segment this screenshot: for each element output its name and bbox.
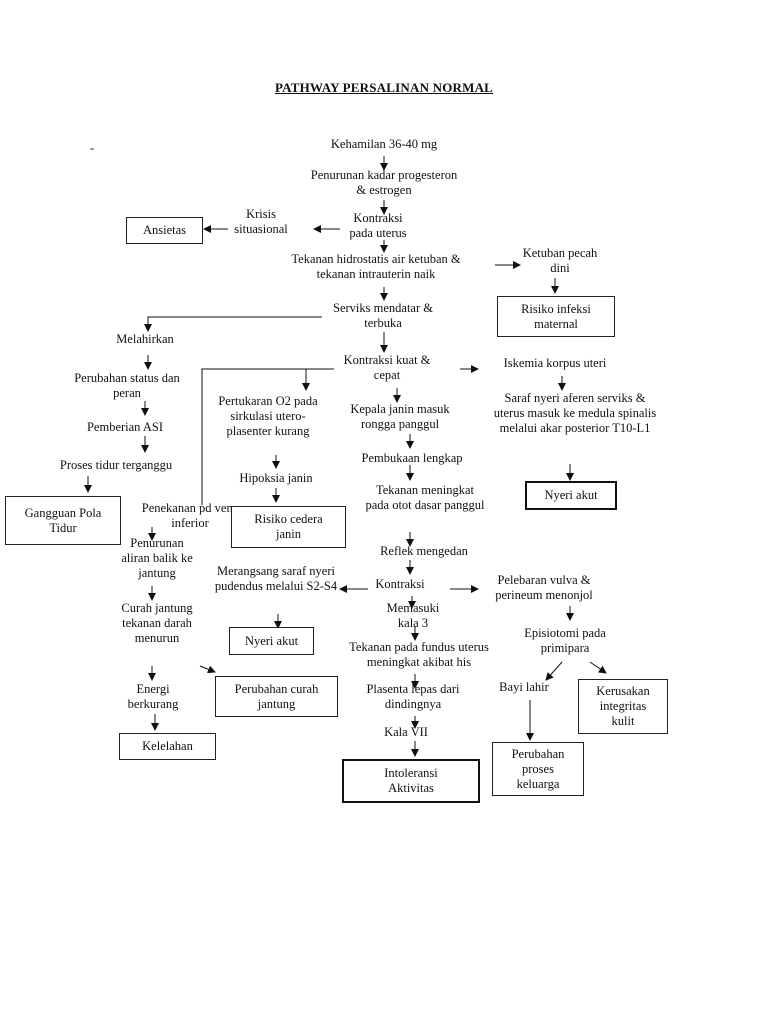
box-perubahan-proses: Perubahan proses keluarga <box>492 742 584 796</box>
node-kepala-janin: Kepala janin masuk rongga panggul <box>350 402 449 432</box>
box-nyeri-akut-2: Nyeri akut <box>229 627 314 655</box>
node-energi: Energi berkurang <box>128 682 179 712</box>
node-kontraksi-uterus-text: Kontraksi pada uterus <box>349 211 407 240</box>
node-tekanan-fundus-text: Tekanan pada fundus uterus meningkat aki… <box>349 640 489 669</box>
node-tekanan-fundus: Tekanan pada fundus uterus meningkat aki… <box>349 640 489 670</box>
node-kontraksi-2: Kontraksi <box>375 577 425 591</box>
box-perubahan-curah-text: Perubahan curah jantung <box>234 681 319 711</box>
box-kelelahan: Kelelahan <box>119 733 216 760</box>
node-ketuban-pecah: Ketuban pecah dini <box>523 246 598 276</box>
node-kontraksi-kuat-text: Kontraksi kuat & cepat <box>343 353 431 382</box>
node-merangsang-text: Merangsang saraf nyeri pudendus melalui … <box>214 564 338 593</box>
arrow-episiotomi-kerusakan <box>589 661 607 674</box>
diagram-title: PATHWAY PERSALINAN NORMAL <box>274 80 494 95</box>
node-merangsang: Merangsang saraf nyeri pudendus melalui … <box>215 564 337 594</box>
node-pelebaran-text: Pelebaran vulva & perineum menonjol <box>495 573 593 602</box>
node-penurunan-aliran: Penurunan aliran balik ke jantung <box>121 536 193 581</box>
node-tekanan-hidrostatis: Tekanan hidrostatis air ketuban & tekana… <box>291 252 460 282</box>
box-kerusakan-integritas: Kerusakan integritas kulit <box>578 679 668 734</box>
box-ansietas: Ansietas <box>126 217 203 244</box>
box-risiko-cedera-text: Risiko cedera janin <box>254 512 323 541</box>
box-risiko-infeksi-text: Risiko infeksi maternal <box>521 301 591 331</box>
node-curah-jantung: Curah jantung tekanan darah menurun <box>121 601 192 646</box>
node-energi-text: Energi berkurang <box>127 682 179 711</box>
node-saraf-nyeri: Saraf nyeri aferen serviks & uterus masu… <box>494 391 656 436</box>
box-intoleransi-text: Intoleransi Aktivitas <box>384 766 438 795</box>
node-pembukaan: Pembukaan lengkap <box>361 451 463 465</box>
node-refleks: Reflek mengedan <box>380 544 468 558</box>
box-kelelahan-text: Kelelahan <box>142 739 193 753</box>
node-kehamilan: Kehamilan 36-40 mg <box>330 137 438 151</box>
line-kontraksikuat-left <box>201 368 334 505</box>
box-nyeri-akut-2-text: Nyeri akut <box>244 633 299 648</box>
node-kontraksi-kuat: Kontraksi kuat & cepat <box>344 353 431 383</box>
node-kepala-janin-text: Kepala janin masuk rongga panggul <box>350 402 450 431</box>
node-curah-jantung-text: Curah jantung tekanan darah menurun <box>121 601 193 645</box>
arrow-curah-perubahancurah <box>199 665 216 674</box>
box-risiko-cedera: Risiko cedera janin <box>231 506 346 548</box>
node-bayi-lahir: Bayi lahir <box>499 680 549 694</box>
node-proses-tidur: Proses tidur terganggu <box>59 458 173 472</box>
box-perubahan-proses-text: Perubahan proses keluarga <box>511 746 565 791</box>
box-intoleransi: Intoleransi Aktivitas <box>342 759 480 803</box>
node-krisis-text: Krisis situasional <box>234 207 288 236</box>
node-plasenta: Plasenta lepas dari dindingnya <box>366 682 459 712</box>
node-perubahan-status: Perubahan status dan peran <box>74 371 180 401</box>
node-tekanan-hidrostatis-text: Tekanan hidrostatis air ketuban & tekana… <box>291 252 461 281</box>
box-ansietas-text: Ansietas <box>142 223 187 237</box>
node-serviks-text: Serviks mendatar & terbuka <box>333 301 433 330</box>
node-memasuki-text: Memasuki kala 3 <box>386 601 440 630</box>
node-krisis-situasional: Krisis situasional <box>234 207 287 237</box>
node-penurunan-aliran-text: Penurunan aliran balik ke jantung <box>121 536 193 580</box>
box-gangguan-tidur: Gangguan Pola Tidur <box>5 496 121 545</box>
node-ketuban-pecah-text: Ketuban pecah dini <box>522 246 598 275</box>
node-kontraksi-uterus: Kontraksi pada uterus <box>349 211 406 241</box>
box-perubahan-curah: Perubahan curah jantung <box>215 676 338 717</box>
node-plasenta-text: Plasenta lepas dari dindingnya <box>366 682 460 711</box>
stray-dash: - <box>90 140 95 155</box>
node-memasuki: Memasuki kala 3 <box>387 601 440 631</box>
node-tekanan-meningkat: Tekanan meningkat pada otot dasar panggu… <box>365 483 484 513</box>
node-penurunan-kadar-text: Penurunan kadar progesteron & estrogen <box>310 168 458 197</box>
arrow-serviks-melahirkan <box>144 316 322 332</box>
node-pemberian-asi: Pemberian ASI <box>86 420 164 434</box>
arrow-kontraksikuat-pertukaran <box>302 368 334 391</box>
node-melahirkan: Melahirkan <box>116 332 174 346</box>
node-penekanan: Penekanan pd vena inferior <box>142 501 239 531</box>
box-nyeri-akut-1: Nyeri akut <box>525 481 617 510</box>
box-risiko-infeksi: Risiko infeksi maternal <box>497 296 615 337</box>
node-pelebaran: Pelebaran vulva & perineum menonjol <box>495 573 593 603</box>
node-penurunan-kadar: Penurunan kadar progesteron & estrogen <box>311 168 457 198</box>
node-hipoksia: Hipoksia janin <box>239 471 313 485</box>
node-perubahan-status-text: Perubahan status dan peran <box>74 371 180 400</box>
node-serviks: Serviks mendatar & terbuka <box>333 301 433 331</box>
node-episiotomi-text: Episiotomi pada primipara <box>524 626 606 655</box>
node-pertukaran-o2-text: Pertukaran O2 pada sirkulasi utero- plas… <box>218 394 318 438</box>
node-pertukaran-o2: Pertukaran O2 pada sirkulasi utero- plas… <box>218 394 317 439</box>
box-nyeri-akut-1-text: Nyeri akut <box>544 488 598 502</box>
node-episiotomi: Episiotomi pada primipara <box>524 626 606 656</box>
node-kala-vii: Kala VII <box>384 725 428 739</box>
node-saraf-nyeri-text: Saraf nyeri aferen serviks & uterus masu… <box>493 391 657 435</box>
node-tekanan-meningkat-text: Tekanan meningkat pada otot dasar panggu… <box>365 483 485 512</box>
node-penekanan-text: Penekanan pd vena inferior <box>141 501 239 530</box>
node-iskemia: Iskemia korpus uteri <box>503 356 607 370</box>
box-gangguan-tidur-text: Gangguan Pola Tidur <box>24 505 102 535</box>
arrow-episiotomi-bayi <box>545 661 563 681</box>
box-kerusakan-text: Kerusakan integritas kulit <box>596 684 650 728</box>
